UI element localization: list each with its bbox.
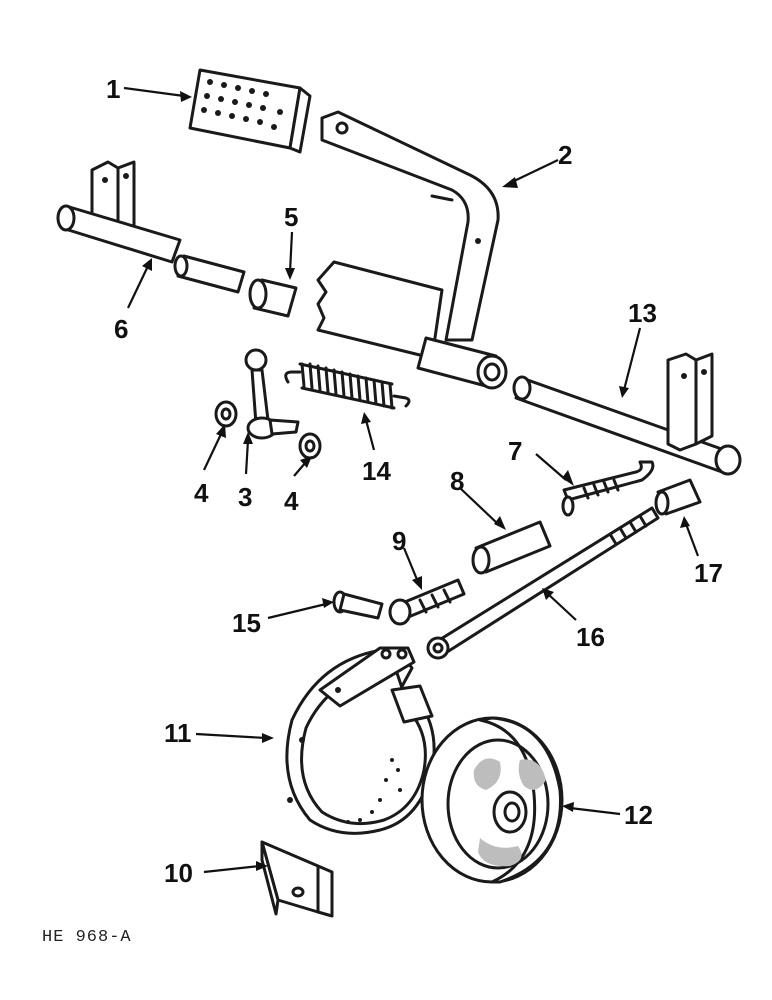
callout-16: 16 [576, 622, 605, 652]
part-2-pedal-arm [320, 110, 500, 342]
part-4-bushing-right [298, 432, 322, 460]
part-2-hub-tube [416, 336, 508, 390]
part-6-left-shaft [56, 160, 182, 264]
part-17-sleeve-nut [654, 478, 702, 516]
part-7-hook-rod [561, 460, 655, 517]
part-16-long-rod [426, 506, 660, 660]
part-8-sleeve [471, 520, 552, 575]
callout-12: 12 [624, 800, 653, 830]
callout-labels: 1 2 3 4 4 5 6 7 8 9 10 11 12 13 14 15 16… [106, 74, 723, 888]
part-3-lever [244, 348, 300, 440]
callout-15: 15 [232, 608, 261, 638]
callout-6: 6 [114, 314, 128, 344]
part-11-brake-band [285, 646, 436, 835]
part-4-bushing-left [214, 400, 238, 428]
leader-lines [123, 86, 700, 874]
part-5-bushing [248, 278, 298, 318]
callout-10: 10 [164, 858, 193, 888]
callout-5: 5 [284, 202, 298, 232]
part-9-bolt [388, 578, 466, 626]
callout-9: 9 [392, 526, 406, 556]
callout-14: 14 [362, 456, 391, 486]
callout-1: 1 [106, 74, 120, 104]
part-12-brake-drum [420, 716, 564, 884]
callout-8: 8 [450, 466, 464, 496]
callout-17: 17 [694, 558, 723, 588]
callout-13: 13 [628, 298, 657, 328]
callout-11: 11 [164, 718, 192, 748]
part-10-bracket [260, 840, 334, 918]
figure-code-label: HE 968-A [42, 928, 132, 947]
part-1-pedal-pad [188, 68, 312, 154]
part-6-pin [173, 254, 246, 294]
callout-4-left: 4 [194, 478, 209, 508]
part-2-arm-plate [316, 260, 444, 360]
part-15-clevis-pin [332, 590, 384, 620]
callout-7: 7 [508, 436, 522, 466]
part-14-spring [284, 362, 411, 410]
callout-4-right: 4 [284, 486, 299, 516]
callout-2: 2 [558, 140, 572, 170]
callout-3: 3 [238, 482, 252, 512]
part-13-right-shaft [512, 352, 742, 476]
